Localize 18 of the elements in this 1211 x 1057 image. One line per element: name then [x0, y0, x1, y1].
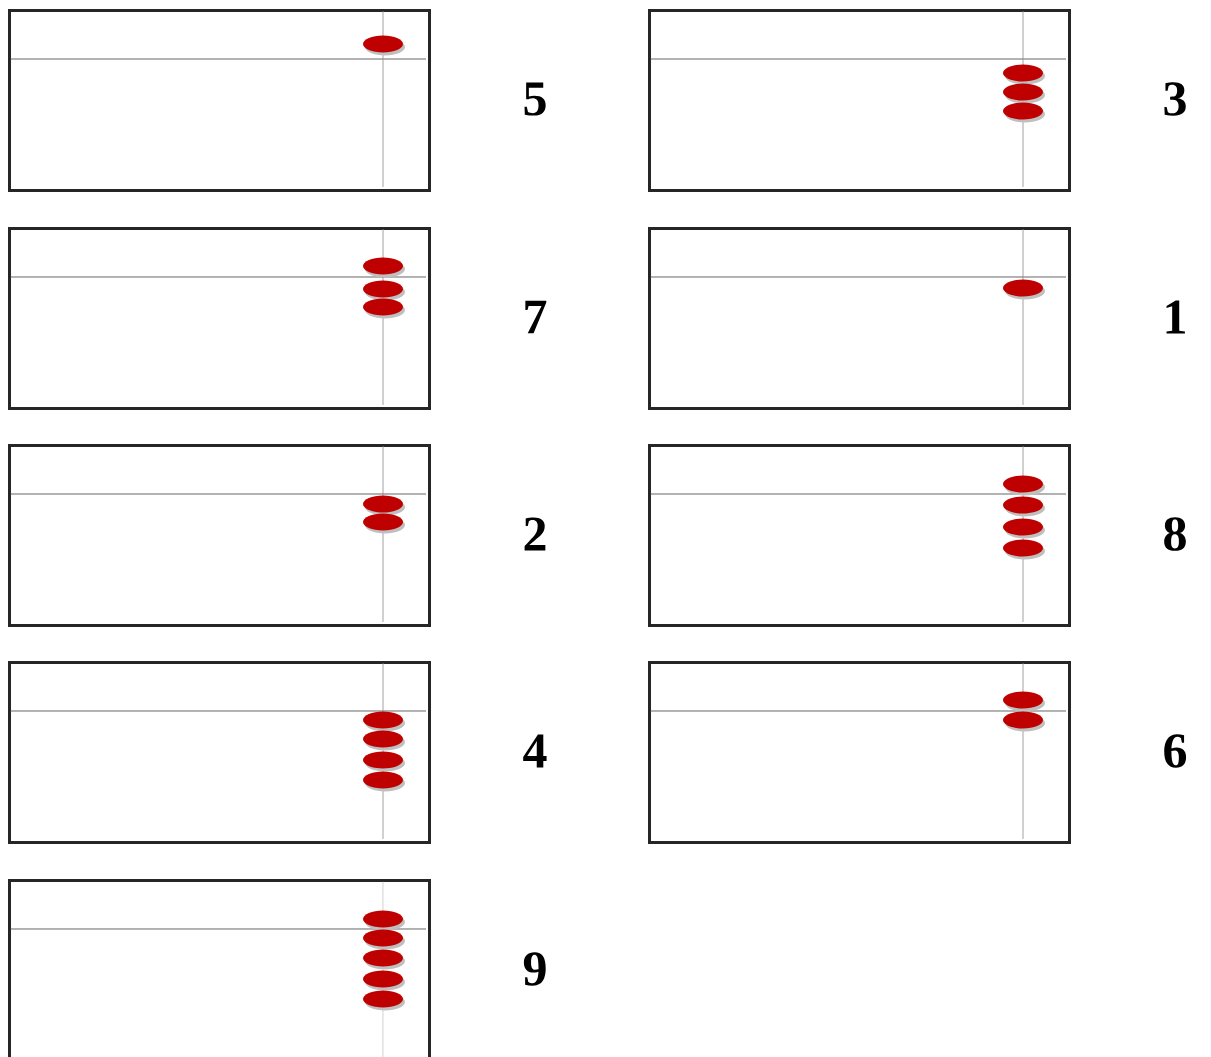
- number-label: 2: [524, 517, 546, 551]
- number-label: 5: [524, 82, 546, 116]
- abacus-frame: [8, 661, 431, 844]
- number-label: 1: [1166, 300, 1185, 334]
- abacus-frame: [8, 9, 431, 192]
- abacus-frame: [8, 227, 431, 410]
- abacus-frame: [648, 661, 1071, 844]
- abacus-frame: [8, 444, 431, 627]
- number-label: 9: [523, 952, 546, 986]
- number-label: 3: [1164, 82, 1186, 116]
- abacus-frame: [648, 227, 1071, 410]
- abacus-frame: [8, 879, 431, 1057]
- number-label: 7: [525, 300, 547, 334]
- number-label: 6: [1164, 734, 1187, 768]
- abacus-frame: [648, 9, 1071, 192]
- number-label: 8: [1164, 517, 1186, 551]
- number-label: 4: [523, 734, 547, 768]
- abacus-frame: [648, 444, 1071, 627]
